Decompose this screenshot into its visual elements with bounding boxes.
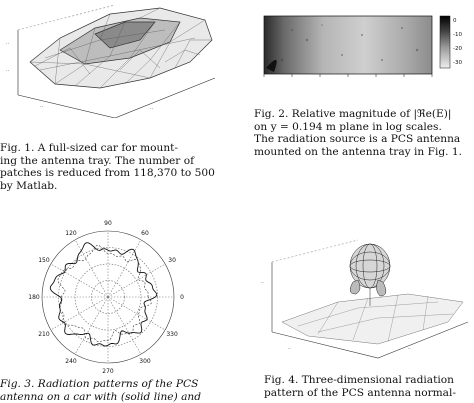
caption-line: Fig. 3. Radiation patterns of the PCS	[0, 378, 199, 390]
figure-1-car-mesh: ·· ·· ·· ··	[0, 0, 222, 118]
polar-grid-spoke	[74, 239, 109, 298]
polar-angle-label: 150	[38, 257, 50, 264]
figure-3-caption: Fig. 3. Radiation patterns of the PCS an…	[0, 378, 215, 403]
caption-line: by Matlab.	[0, 179, 58, 192]
caption-line: pattern of the PCS antenna normal-	[264, 386, 456, 399]
fig1-axis-tick: ··	[40, 104, 44, 110]
polar-grid-spoke	[107, 296, 166, 331]
pattern-solid-line	[49, 242, 158, 347]
fig1-axis-tick: ··	[6, 68, 10, 74]
caption-line: ing the antenna tray. The number of	[0, 154, 195, 167]
caption-line: antenna on a car with (solid line) and	[0, 390, 201, 403]
car-mesh-plot: ·· ·· ·· ··	[6, 4, 216, 118]
caption-line: patches is reduced from 118,370 to 500	[0, 167, 215, 180]
figure-4-caption: Fig. 4. Three-dimensional radiation patt…	[264, 374, 474, 399]
polar-angle-label: 240	[65, 358, 77, 365]
polar-angle-label: 210	[38, 331, 50, 338]
caption-line: on y = 0.194 m plane in log scales.	[254, 120, 442, 133]
polar-angle-label: 60	[141, 230, 149, 237]
polar-angle-label: 120	[65, 230, 77, 237]
colorbar	[439, 15, 451, 69]
caption-line: Fig. 2. Relative magnitude of |ℜe(E)|	[254, 108, 452, 120]
figure-4-3d-pattern: ·· ·· ··	[258, 222, 474, 362]
radiation-lobe	[349, 243, 391, 306]
polar-angle-label: 90	[104, 220, 112, 227]
polar-grid-spoke	[107, 296, 142, 355]
colorbar-tick: -10	[453, 32, 462, 38]
colorbar-tick: -30	[453, 60, 462, 66]
polar-grid-spoke	[74, 296, 109, 355]
polar-angle-label: 180	[28, 294, 40, 301]
car-base-mesh	[281, 293, 464, 345]
polar-grid-spoke	[107, 239, 142, 298]
fig4-axis-tick: ··	[288, 347, 291, 352]
figure-2-field-plot: 0 -10 -20 -30	[252, 10, 474, 92]
polar-grid-spoke	[50, 296, 109, 331]
fig1-axis-tick: ··	[150, 106, 154, 112]
polar-grid-spoke	[50, 263, 109, 298]
fig4-axis-tick: ··	[261, 281, 264, 286]
polar-angle-label: 30	[168, 257, 176, 264]
caption-line: mounted on the antenna tray in Fig. 1.	[254, 145, 462, 158]
fig4-axis-tick: ··	[408, 347, 411, 352]
fig1-axis-tick: ··	[6, 41, 10, 47]
polar-grid-ring	[41, 230, 175, 364]
colorbar-tick: -20	[453, 46, 462, 52]
polar-angle-label: 330	[166, 331, 178, 338]
field-magnitude-image: 0 -10 -20 -30	[263, 15, 462, 77]
polar-angle-label: 0	[180, 294, 184, 301]
car-body-mesh	[29, 7, 213, 89]
figure-2-caption: Fig. 2. Relative magnitude of |ℜe(E)| on…	[254, 108, 472, 158]
colorbar-tick: 0	[453, 18, 457, 24]
polar-grid-spoke	[107, 263, 166, 298]
polar-angle-label: 300	[139, 358, 151, 365]
caption-line: The radiation source is a PCS antenna	[254, 133, 461, 146]
figure-1-caption: Fig. 1. A full-sized car for mount- ing …	[0, 142, 215, 192]
pattern-dashed-line	[57, 244, 152, 342]
caption-line: Fig. 1. A full-sized car for mount-	[0, 142, 178, 154]
polar-angle-label: 270	[102, 368, 114, 375]
caption-line: Fig. 4. Three-dimensional radiation	[264, 374, 454, 386]
3d-pattern-plot: ·· ·· ··	[261, 239, 469, 359]
